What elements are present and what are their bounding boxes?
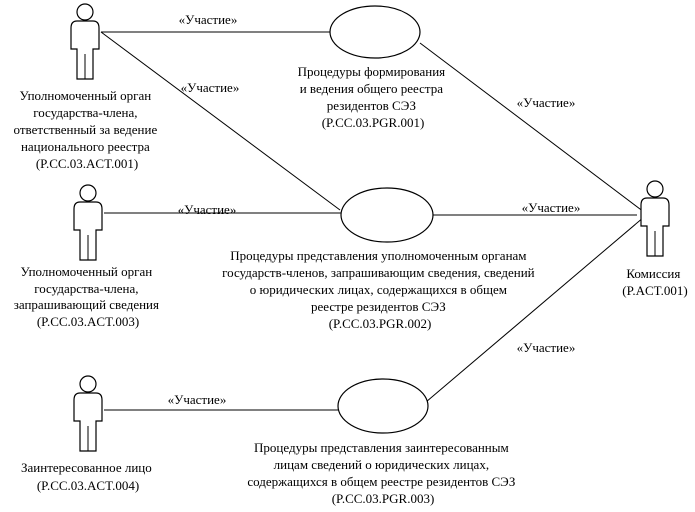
association-label-act004-pgr003: «Участие»: [168, 392, 227, 407]
use-case-pgr001-ellipse[interactable]: [329, 5, 421, 59]
association-commission-pgr003: [425, 216, 645, 403]
association-label-commission-pgr002: «Участие»: [522, 200, 581, 215]
actor-act001-label: Уполномоченный орган государства-члена, …: [14, 88, 161, 171]
actor-act004-icon[interactable]: [73, 375, 103, 452]
use-case-pgr003-label: Процедуры представления заинтересованным…: [247, 440, 518, 506]
use-case-pgr003-ellipse[interactable]: [337, 378, 429, 434]
association-labels: «Участие» «Участие» «Участие» «Участие» …: [168, 12, 581, 407]
association-label-act001-pgr002: «Участие»: [181, 80, 240, 95]
actor-act003-icon[interactable]: [73, 184, 103, 261]
association-label-act003-pgr002: «Участие»: [178, 202, 237, 217]
association-label-commission-pgr003: «Участие»: [517, 340, 576, 355]
association-lines: [100, 31, 645, 411]
association-act001-pgr002: [100, 31, 341, 211]
association-label-commission-pgr001: «Участие»: [517, 95, 576, 110]
use-case-pgr002-label: Процедуры представления уполномоченным о…: [222, 248, 538, 331]
actor-act003-label: Уполномоченный орган государства-члена, …: [14, 264, 163, 329]
actor-commission-label: Комиссия (P.ACT.001): [622, 266, 687, 298]
actor-act001-icon[interactable]: [70, 3, 100, 80]
use-case-pgr002-ellipse[interactable]: [340, 187, 434, 243]
actor-act004-label: Заинтересованное лицо (P.CC.03.ACT.004): [21, 460, 155, 493]
use-case-pgr001-label: Процедуры формирования и ведения общего …: [298, 64, 449, 130]
association-commission-pgr001: [419, 42, 645, 213]
association-label-act001-pgr001: «Участие»: [179, 12, 238, 27]
actor-commission-icon[interactable]: [640, 180, 670, 257]
